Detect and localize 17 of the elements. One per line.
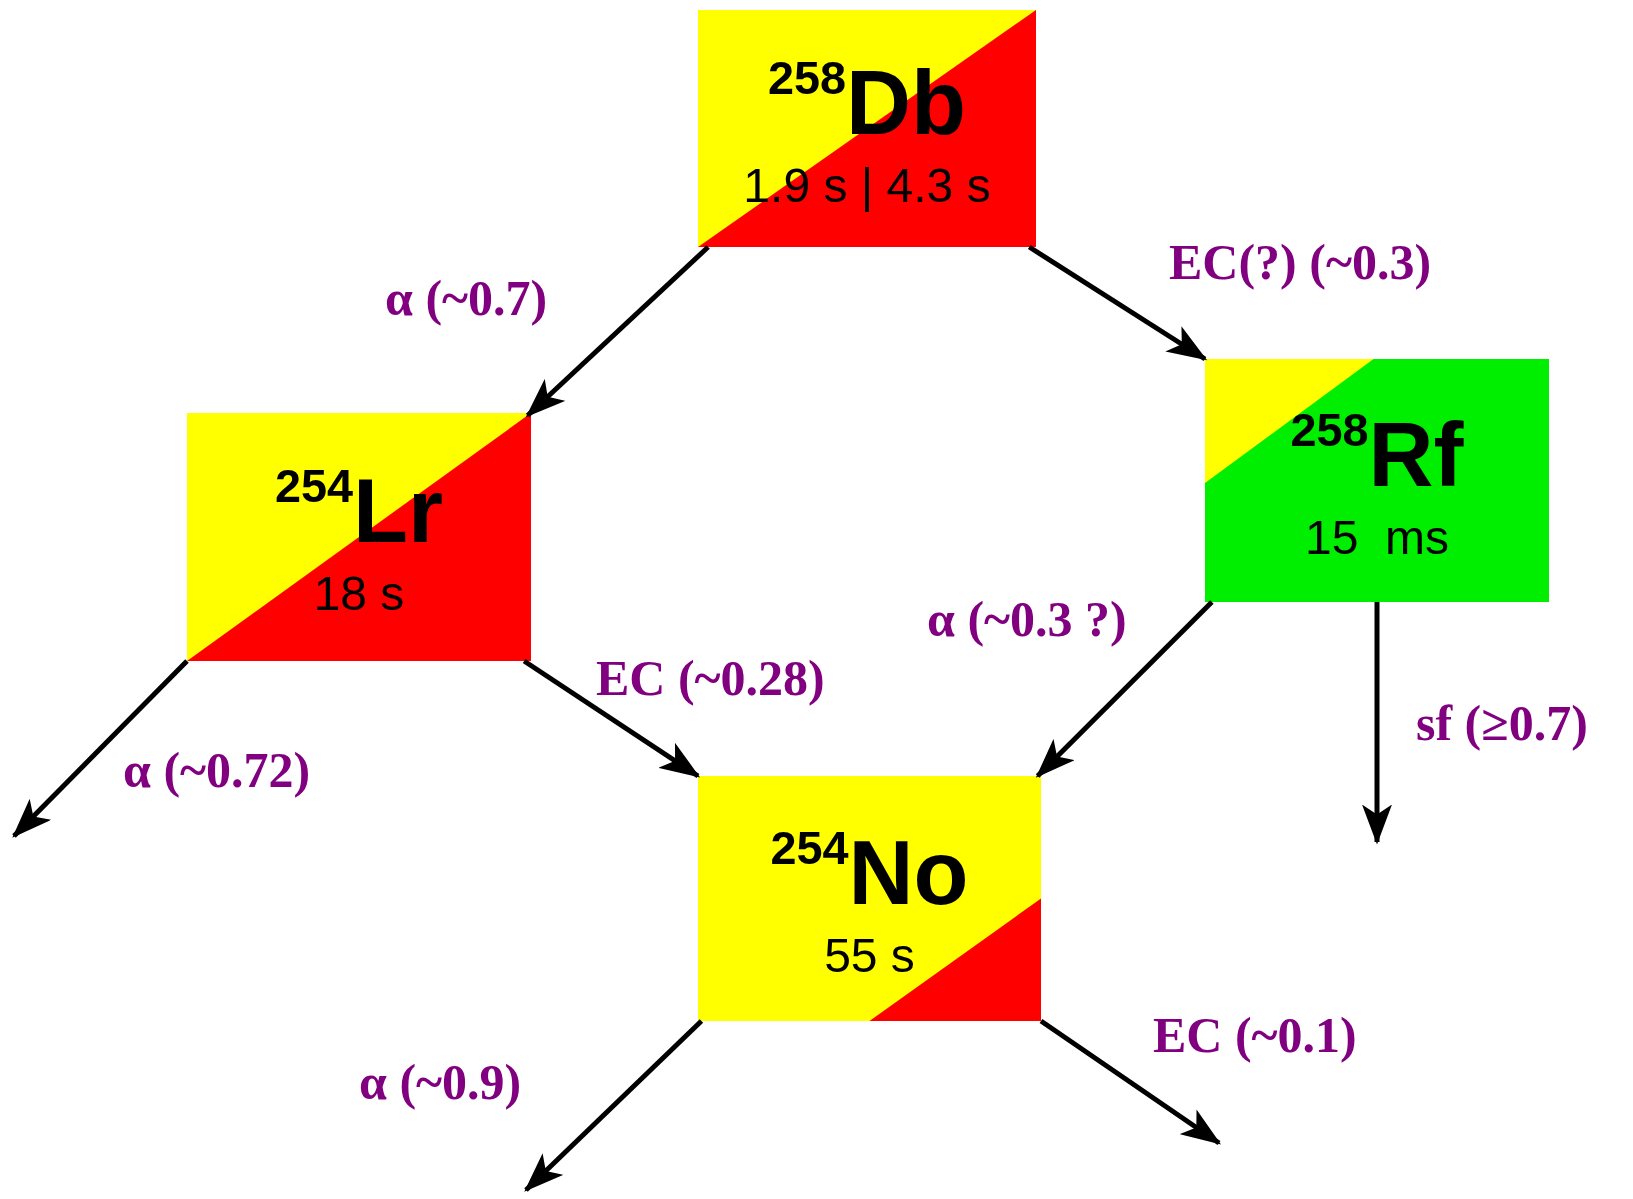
decay-arrow	[1035, 600, 1214, 778]
decay-arrow	[525, 245, 710, 418]
decay-arrow	[1362, 602, 1392, 845]
decay-arrow	[12, 659, 189, 838]
decay-arrow	[522, 658, 701, 779]
nuclide-box	[1205, 359, 1549, 602]
decay-arrow	[1039, 1018, 1222, 1146]
nuclide-box	[698, 10, 1036, 247]
decay-arrow	[1027, 244, 1208, 362]
nuclide-symbol: $^{258}$Rf	[1290, 409, 1464, 500]
half-life: 18 s	[313, 570, 405, 618]
half-life: 15 ms	[1304, 513, 1449, 562]
decay-arrow	[524, 1019, 704, 1192]
nuclide-box	[698, 776, 1041, 1021]
nuclide-symbol: $^{254}$No	[770, 827, 969, 918]
nuclide-box	[187, 413, 531, 661]
half-life: 55 s	[824, 931, 915, 980]
